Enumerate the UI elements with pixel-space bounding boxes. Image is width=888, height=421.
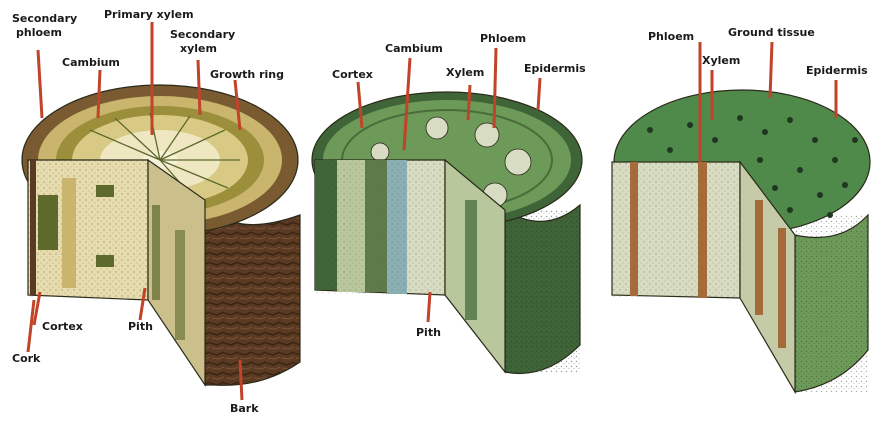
vessel-b bbox=[96, 255, 114, 267]
label-xylem-3: Xylem bbox=[702, 54, 740, 67]
label-secondary-xylem-l2: xylem bbox=[180, 42, 217, 55]
bundle-1 bbox=[426, 117, 448, 139]
dicot-stem-diagram: Cambium Phloem Cortex Xylem Epidermis Pi… bbox=[312, 32, 586, 373]
label-secondary-phloem-l1: Secondary bbox=[12, 12, 77, 25]
label-ground-tissue: Ground tissue bbox=[728, 26, 815, 39]
label-bark: Bark bbox=[230, 402, 259, 415]
label-growth-ring: Growth ring bbox=[210, 68, 284, 81]
cork-strip bbox=[30, 160, 36, 295]
label-cambium-1: Cambium bbox=[62, 56, 120, 69]
bundle-5 bbox=[371, 143, 389, 161]
label-epidermis-3: Epidermis bbox=[806, 64, 868, 77]
label-secondary-phloem-l2: phloem bbox=[16, 26, 62, 39]
label-pith-1: Pith bbox=[128, 320, 153, 333]
label-secondary-xylem-l1: Secondary bbox=[170, 28, 235, 41]
right-face-band-2 bbox=[175, 230, 185, 340]
xylem-band bbox=[62, 178, 76, 288]
label-cambium-2: Cambium bbox=[385, 42, 443, 55]
woody-stem-diagram: Secondary phloem Primary xylem Cambium S… bbox=[12, 8, 300, 415]
label-secondary-phloem: Secondary phloem bbox=[12, 12, 81, 39]
label-secondary-xylem: Secondary xylem bbox=[170, 28, 239, 55]
dicot-right-band bbox=[465, 200, 477, 320]
right-face-band bbox=[152, 205, 160, 300]
monocot-bundle-strip-4 bbox=[778, 228, 786, 348]
vessel-a bbox=[96, 185, 114, 197]
monocot-bundle-strip-2 bbox=[698, 162, 707, 298]
label-cork: Cork bbox=[12, 352, 41, 365]
dicot-side-tex bbox=[505, 210, 580, 372]
label-pith-2: Pith bbox=[416, 326, 441, 339]
label-xylem-2: Xylem bbox=[446, 66, 484, 79]
bundle-3 bbox=[505, 149, 531, 175]
monocot-side-tex bbox=[795, 215, 868, 392]
label-cortex-1: Cortex bbox=[42, 320, 83, 333]
monocot-stem-diagram: Phloem Xylem Ground tissue Epidermis bbox=[612, 26, 870, 392]
phloem-band bbox=[38, 195, 58, 250]
dicot-cut-dots bbox=[315, 160, 445, 295]
label-epidermis-2: Epidermis bbox=[524, 62, 586, 75]
label-primary-xylem: Primary xylem bbox=[104, 8, 194, 21]
label-phloem-3: Phloem bbox=[648, 30, 694, 43]
monocot-bundle-strip-3 bbox=[755, 200, 763, 315]
label-phloem-2: Phloem bbox=[480, 32, 526, 45]
label-cortex-2: Cortex bbox=[332, 68, 373, 81]
monocot-bundle-strip-1 bbox=[630, 162, 638, 296]
